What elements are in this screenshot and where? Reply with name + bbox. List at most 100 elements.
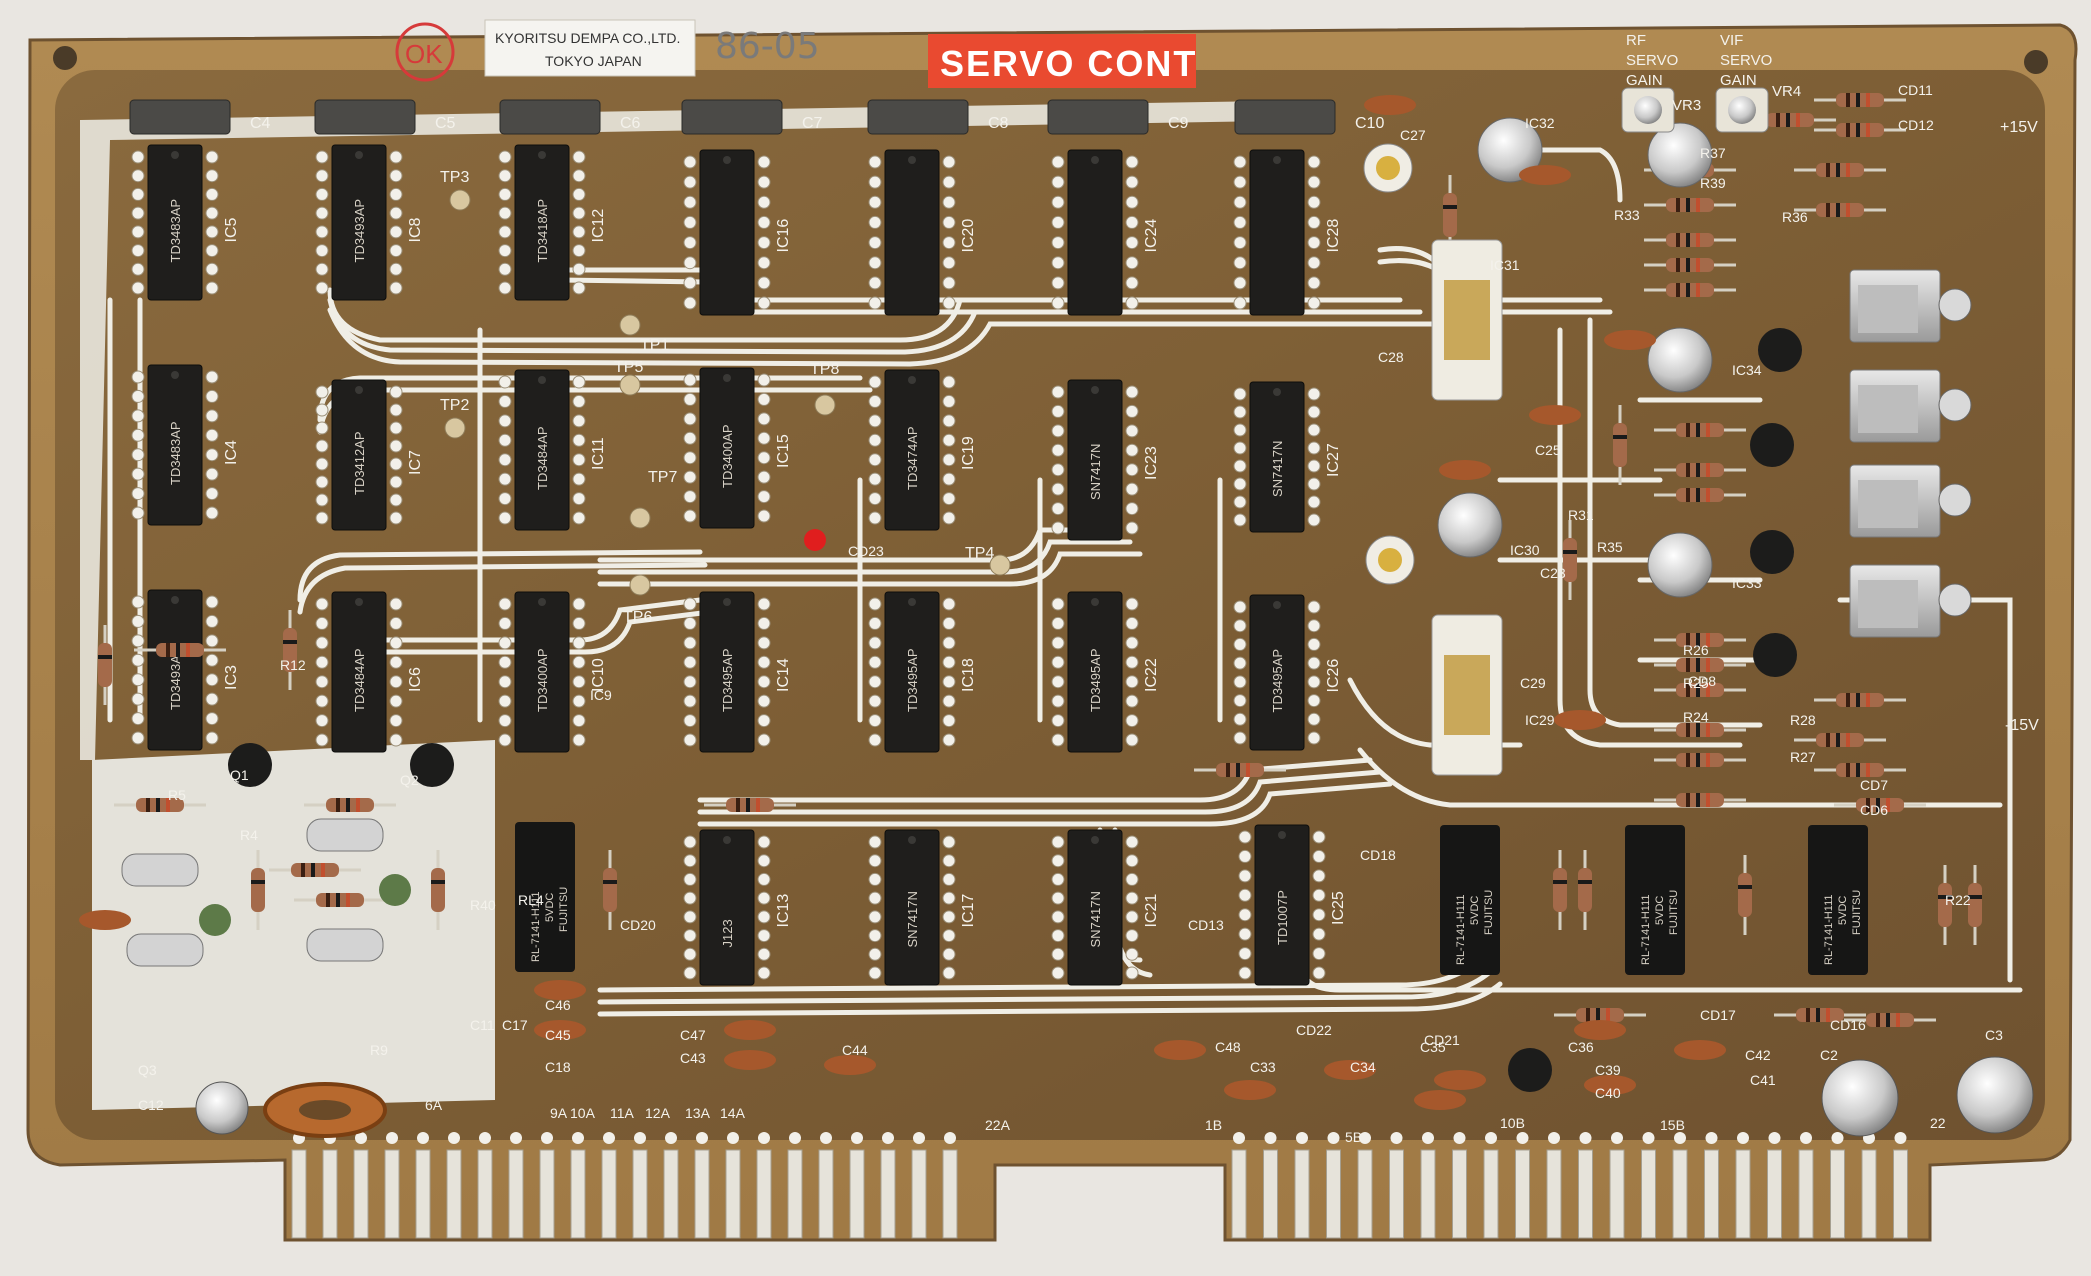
capacitor-label: C9: [1168, 115, 1189, 132]
ic-pin: [389, 675, 403, 689]
resistor-band: [1676, 198, 1680, 212]
vif-gain-label: VIF: [1720, 32, 1743, 49]
component-label: C45: [545, 1027, 571, 1043]
edge-pin: [322, 1149, 338, 1239]
resistor-band: [1686, 753, 1690, 767]
edge-pin: [1893, 1149, 1908, 1239]
resistor: [304, 798, 396, 812]
ic-pin: [868, 215, 882, 229]
ic-ref: IC18: [960, 658, 977, 692]
resistor: [1844, 1013, 1936, 1027]
relay-part: RL-7141-H111: [1823, 894, 1835, 965]
ic-part-number: TD3412AP: [352, 431, 367, 495]
ic-pin: [389, 421, 403, 435]
ic-pin: [683, 910, 697, 924]
resistor-band: [1796, 113, 1800, 127]
component-label: C11: [470, 1017, 495, 1033]
resistor-band: [1826, 163, 1830, 177]
ic-pin: [315, 636, 329, 650]
component-label: R5: [168, 787, 186, 803]
ic-pin: [389, 281, 403, 295]
resistor-band: [1866, 798, 1870, 812]
trim-pot-screw: [1376, 156, 1400, 180]
ic-pin: [942, 375, 956, 389]
ic-ref: IC23: [1143, 446, 1160, 480]
ic-pin: [757, 451, 771, 465]
resistor-band: [1696, 633, 1700, 647]
ic-pin: [131, 409, 145, 423]
ic-pin: [1233, 175, 1247, 189]
ic-pin: [683, 966, 697, 980]
resistor-body: [1738, 873, 1752, 917]
edge-pin: [353, 1149, 369, 1239]
gain-pot-knob: [1634, 96, 1662, 124]
ceramic-capacitor: [1439, 460, 1491, 480]
component-label: CD7: [1860, 777, 1888, 793]
heatsink-screw: [1938, 288, 1972, 322]
ic-notch: [908, 156, 916, 164]
pin-via: [913, 1132, 925, 1144]
ic-body: [331, 144, 387, 301]
ic-pin: [1051, 482, 1065, 496]
relay-voltage: 5VDC: [1469, 896, 1481, 925]
bypass-capacitor: [681, 99, 783, 135]
pin-via: [1359, 1132, 1371, 1144]
ic-pin: [389, 385, 403, 399]
tubular-capacitor: [126, 933, 204, 967]
resistor-band: [1856, 693, 1860, 707]
ic-pin: [572, 262, 586, 276]
capacitor-label: C4: [250, 115, 271, 132]
component-label: CD20: [620, 917, 656, 933]
ic-pin: [389, 597, 403, 611]
resistor: [269, 863, 361, 877]
manufacturer-label: [484, 19, 696, 77]
edge-pin: [880, 1149, 896, 1239]
trace: [297, 562, 708, 615]
resistor-band: [1696, 488, 1700, 502]
ic-pin: [131, 225, 145, 239]
ic-pin: [498, 225, 512, 239]
resistor-band: [166, 798, 170, 812]
ic-pin: [942, 175, 956, 189]
ic-pin: [572, 694, 586, 708]
pin-via: [1705, 1132, 1718, 1144]
ic-pin: [1233, 276, 1247, 290]
ic-pin: [572, 281, 586, 295]
ic-pin: [131, 634, 145, 648]
edge-pin: [1294, 1149, 1310, 1239]
ic-pin: [1125, 276, 1139, 290]
bypass-capacitor: [1234, 99, 1336, 135]
ic-pin: [572, 511, 586, 525]
ic-pin: [942, 296, 956, 310]
ic-part-number: SN7417N: [1088, 891, 1103, 947]
ic-pin: [205, 653, 219, 667]
resistor-body: [1443, 193, 1457, 237]
resistor-band: [346, 798, 350, 812]
ic-part-number: TD3495AP: [1088, 648, 1103, 712]
ceramic-capacitor: [1324, 1060, 1376, 1080]
test-point-label: TP4: [965, 545, 994, 562]
pin-via: [789, 1132, 801, 1144]
ic-pin: [389, 655, 403, 669]
resistor-band: [756, 798, 760, 812]
component-label: C41: [1750, 1072, 1776, 1088]
resistor-band: [1696, 793, 1700, 807]
resistor: [1814, 693, 1906, 707]
ic-pin: [757, 470, 771, 484]
ic-pin: [942, 835, 956, 849]
ic-pin: [942, 597, 956, 611]
ic-pin: [868, 472, 882, 486]
test-point-label: TP5: [614, 359, 643, 376]
ic-body: [147, 589, 203, 751]
ic-pin: [315, 511, 329, 525]
ic-pin: [315, 597, 329, 611]
ic-pin: [942, 675, 956, 689]
component-label: C29: [1520, 675, 1546, 691]
trimmer-capacitor: [199, 904, 231, 936]
resistor-band: [1856, 123, 1860, 137]
ic-pin: [1233, 195, 1247, 209]
